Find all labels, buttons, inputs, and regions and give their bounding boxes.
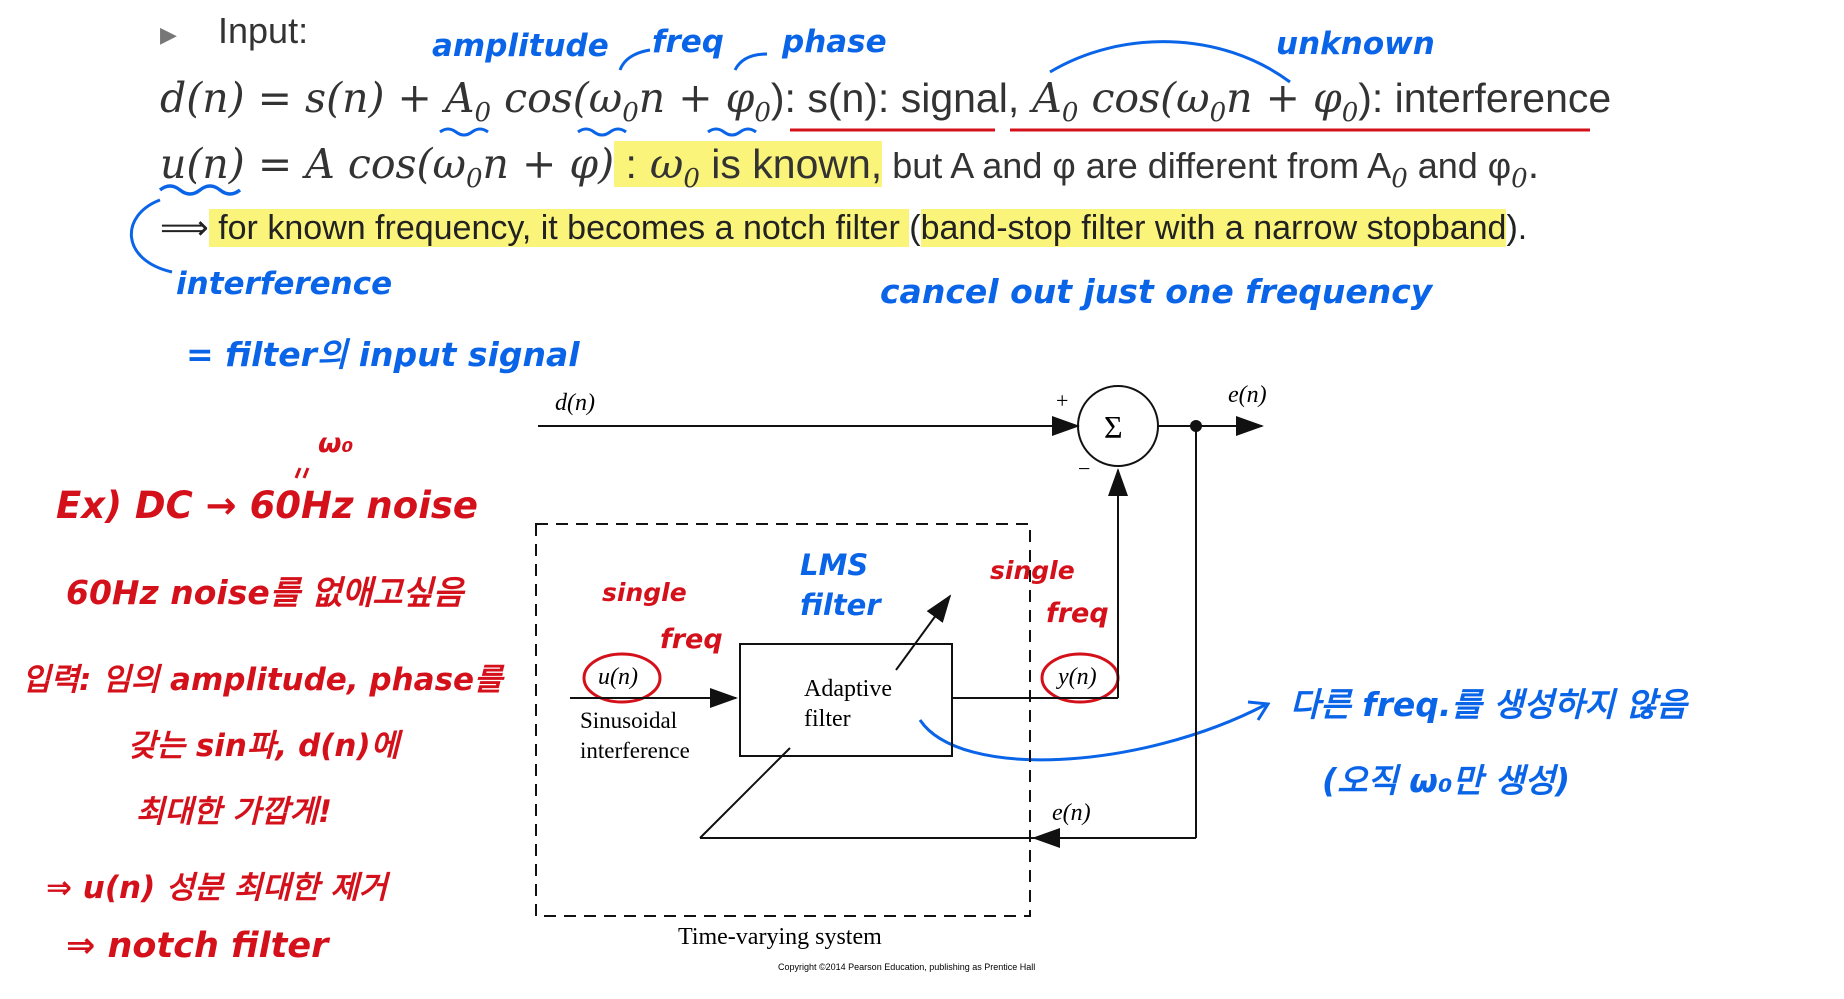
equation-d: d(n) = s(n) + A0 cos(ω0n + φ0): s(n): si… [160, 74, 1611, 128]
note-freq-2: freq [1046, 598, 1109, 629]
note-filter-input: = filter의 input signal [186, 335, 580, 374]
note-lms-filter: filter [800, 588, 881, 622]
eq2-sub: 0 [1511, 164, 1528, 195]
eq2-known: is known, [699, 141, 883, 187]
line-feedback-diag [699, 747, 791, 839]
eq1-interf-close: ): interference [1358, 75, 1612, 121]
paren-open: ( [909, 209, 921, 247]
eq1-sub: 0 [1341, 98, 1359, 129]
eq2-w0: ω [636, 140, 684, 188]
label-un: u(n) [598, 664, 638, 690]
arrowhead-no-other-freq [1247, 700, 1271, 721]
label-sinusoidal: Sinusoidal [580, 708, 677, 733]
eq1-mid: n + φ [638, 74, 755, 122]
label-plus: + [1056, 388, 1068, 413]
eq2-and: and φ [1407, 145, 1512, 186]
eq1-interf-mid: n + φ [1226, 74, 1342, 122]
squiggle-phase [707, 127, 757, 137]
eq1-cos: cos(ω [491, 74, 623, 122]
equation-u: u(n) = A cos(ω0n + φ) : ω0 is known, but… [160, 140, 1539, 194]
eq2-sub: 0 [683, 164, 700, 195]
label-en-bottom: e(n) [1052, 800, 1091, 826]
label-dn: d(n) [555, 390, 595, 416]
note-result-2: ⇒ notch filter [66, 926, 329, 966]
bandstop-highlight: band-stop filter with a narrow stopband [920, 209, 1507, 247]
note-single-2: single [990, 556, 1075, 585]
adaptive-filter-box [739, 643, 953, 757]
note-example: Ex) DC → 60Hz noise [56, 484, 478, 527]
squiggle-amplitude [439, 127, 489, 137]
copyright: Copyright ©2014 Pearson Education, publi… [778, 962, 1035, 972]
eq2-known-highlight: : ω0 is known, [614, 140, 883, 194]
bullet-icon: ▶ [160, 22, 177, 47]
note-w0: ω₀ [318, 428, 354, 459]
eq2-colon: : [614, 141, 637, 187]
stroke-freq-hook [618, 48, 651, 71]
note-phase: phase [782, 24, 887, 60]
label-adaptive: Adaptive [804, 676, 892, 702]
eq2-sub: 0 [465, 164, 483, 195]
eq1-sub: 0 [474, 98, 492, 129]
circle-un [582, 652, 662, 704]
eq1-interf-a: A [1019, 74, 1062, 122]
eq1-close: ): [770, 75, 796, 121]
notch-highlight: for known frequency, it becomes a notch … [208, 209, 910, 247]
eq1-sub: 0 [1061, 98, 1079, 129]
input-label: Input: [218, 10, 309, 51]
note-lms: LMS [800, 548, 869, 582]
note-interference: interference [176, 266, 393, 302]
note-input-3: 최대한 가깝게! [136, 794, 333, 830]
eq1-signal: s(n): signal, [795, 75, 1020, 121]
note-remove-noise: 60Hz noise를 없애고싶음 [66, 573, 464, 612]
eq2-mid: n + φ) [482, 140, 615, 188]
paren-close: ). [1506, 209, 1528, 247]
note-single-1: single [602, 578, 687, 607]
arc-unknown [1049, 40, 1291, 84]
label-sigma: Σ [1104, 409, 1123, 445]
implies-arrow: ⟹ [160, 209, 209, 247]
notch-statement: ⟹ for known frequency, it becomes a notc… [160, 208, 1527, 248]
note-unknown: unknown [1276, 26, 1435, 62]
eq2-sub: 0 [1391, 164, 1408, 195]
squiggle-freq [577, 127, 627, 137]
stroke-phase-hook [733, 52, 768, 71]
label-filter: filter [804, 706, 851, 732]
tick-w0 [294, 467, 310, 479]
time-varying-box [535, 523, 1031, 917]
note-amplitude: amplitude [432, 28, 609, 64]
eq2-lhs: u(n) = A cos(ω [160, 140, 466, 188]
eq1-sub: 0 [622, 98, 639, 129]
note-cancel: cancel out just one frequency [880, 272, 1433, 311]
eq2-end: . [1527, 141, 1540, 187]
eq1-interf-cos: cos(ω [1078, 74, 1210, 122]
label-tv-system: Time-varying system [678, 924, 882, 950]
arrow-adaptation [895, 594, 952, 671]
note-input-1: 입력: 임의 amplitude, phase를 [22, 662, 503, 698]
note-freq-1: freq [660, 624, 723, 655]
eq1-sub: 0 [1209, 98, 1227, 129]
label-yn: y(n) [1056, 664, 1097, 690]
squiggle-un [158, 184, 242, 196]
note-freq: freq [652, 24, 724, 60]
note-only-w0: (오직 ω₀만 생성) [1322, 761, 1571, 800]
eq1-lhs: d(n) = s(n) + A [160, 74, 475, 122]
label-en-top: e(n) [1228, 382, 1267, 408]
eq1-sub: 0 [754, 98, 771, 129]
arc-interference [130, 198, 173, 274]
label-interference: interference [580, 738, 690, 763]
note-result-1: ⇒ u(n) 성분 최대한 제거 [46, 870, 388, 906]
arrow-no-other-freq [918, 703, 1266, 762]
note-no-other-freq: 다른 freq.를 생성하지 않음 [1290, 685, 1687, 724]
label-minus: − [1078, 456, 1090, 481]
eq2-rest: but A and φ are different from A [882, 145, 1392, 186]
note-input-2: 갖는 sin파, d(n)에 [128, 728, 400, 764]
